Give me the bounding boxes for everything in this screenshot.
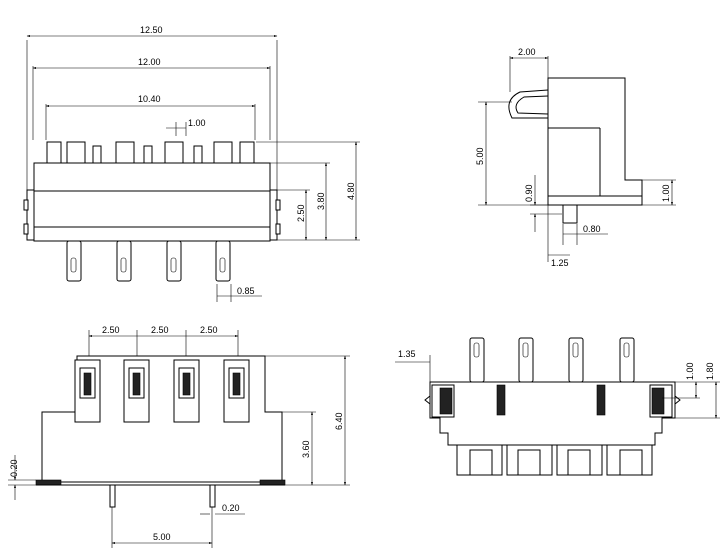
front-pins xyxy=(66,240,231,282)
dim-thickness: 0.20 xyxy=(9,459,19,477)
dim-bottom-pin: 0.20 xyxy=(222,503,240,513)
top-view: 1.35 1 xyxy=(395,337,720,476)
dim-bottom-lower: 3.60 xyxy=(301,440,311,458)
dim-side-pin: 0.80 xyxy=(583,224,601,234)
bottom-contacts xyxy=(74,359,250,423)
dim-body-width: 12.00 xyxy=(138,57,161,67)
dim-top-width: 2.00 xyxy=(518,47,536,57)
dim-contact-span: 10.40 xyxy=(138,94,161,104)
dim-lower-height: 2.50 xyxy=(296,204,306,222)
dim-pitch-2: 2.50 xyxy=(151,325,169,335)
dim-notch: 1.00 xyxy=(685,362,695,380)
dim-foot-height: 1.00 xyxy=(661,184,671,202)
dim-slot-width: 1.00 xyxy=(188,118,206,128)
dim-pin-width: 0.85 xyxy=(237,286,255,296)
dim-edge: 1.35 xyxy=(398,349,416,359)
top-pins xyxy=(469,337,635,383)
dim-gap: 0.90 xyxy=(524,184,534,202)
dim-pitch-1: 2.50 xyxy=(102,325,120,335)
dim-overall-width: 12.50 xyxy=(140,25,163,35)
dim-total-height: 4.80 xyxy=(346,182,356,200)
dim-side-total: 1.80 xyxy=(705,362,715,380)
bottom-view: 2.50 2.50 2.50 6.40 3.60 xyxy=(8,325,350,548)
dim-side-height: 5.00 xyxy=(475,147,485,165)
side-view: 2.00 5.00 1.00 0.90 0.80 1.25 xyxy=(475,47,676,268)
dim-pin-span: 5.00 xyxy=(153,532,171,542)
dim-body-height: 3.80 xyxy=(316,192,326,210)
dim-pitch-3: 2.50 xyxy=(200,325,218,335)
dim-pin-offset: 1.25 xyxy=(551,258,569,268)
front-view: 12.50 12.00 10.40 1.00 xyxy=(23,25,360,302)
dim-bottom-height: 6.40 xyxy=(334,412,344,430)
